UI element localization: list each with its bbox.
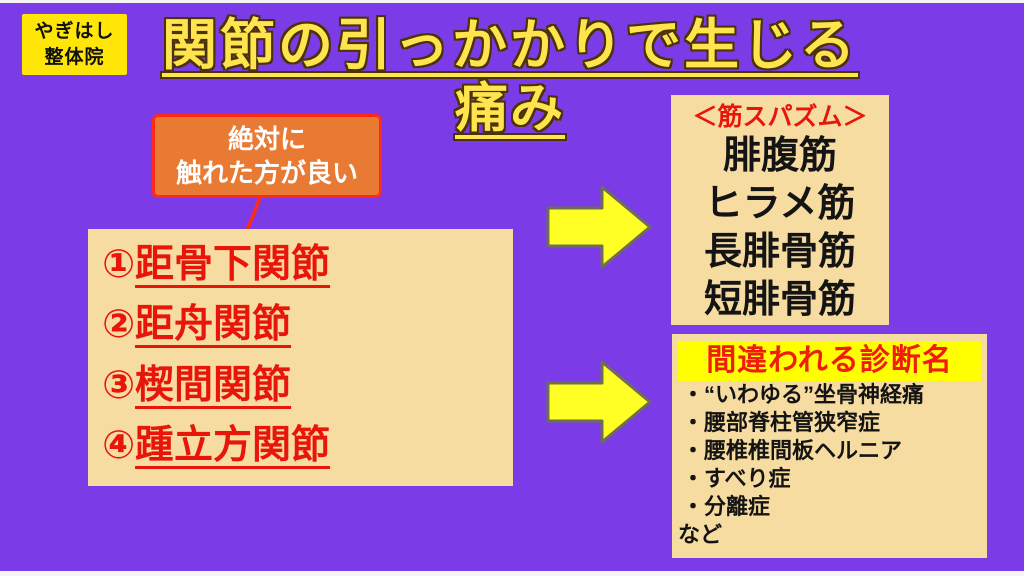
slide-title-line1: 関節の引っかかりで生じる: [161, 14, 858, 76]
bottom-letterbox-strip: [0, 571, 1024, 576]
muscle-spasm-panel: ＜筋スパズム＞ 腓腹筋 ヒラメ筋 長腓骨筋 短腓骨筋: [671, 95, 889, 325]
joint-number-4: ④: [102, 423, 136, 467]
joint-number-1: ①: [102, 243, 136, 287]
callout-line2: 触れた方が良い: [175, 158, 358, 188]
joint-item-2: ②距舟関節: [102, 303, 503, 347]
muscle-spasm-header: ＜筋スパズム＞: [692, 103, 868, 131]
misdiagnosis-header: 間違われる診断名: [678, 341, 981, 381]
muscle-item-1: 腓腹筋: [722, 135, 837, 177]
misdiagnosis-item-4: ・すべり症: [682, 466, 791, 491]
slide-title-line2: 痛み: [455, 79, 565, 138]
misdiagnosis-item-2: ・腰部脊柱管狭窄症: [682, 410, 881, 435]
clinic-badge-line1: やぎはし: [34, 20, 115, 42]
joint-item-1: ①距骨下関節: [102, 243, 503, 287]
clinic-badge-line2: 整体院: [44, 46, 105, 68]
muscle-item-3: 長腓骨筋: [703, 231, 856, 273]
joint-name-1: 距骨下関節: [135, 243, 331, 287]
joint-list-panel: ①距骨下関節 ②距舟関節 ③楔間関節 ④踵立方関節: [88, 229, 513, 486]
arrow-right-icon: [546, 360, 652, 444]
misdiagnosis-footer: など: [678, 522, 723, 547]
muscle-item-4: 短腓骨筋: [703, 279, 856, 321]
callout-box: 絶対に 触れた方が良い: [152, 114, 382, 198]
misdiagnosis-panel: 間違われる診断名 ・“いわゆる”坐骨神経痛 ・腰部脊柱管狭窄症 ・腰椎椎間板ヘル…: [672, 334, 987, 558]
misdiagnosis-item-5: ・分離症: [682, 494, 771, 519]
slide-title: 関節の引っかかりで生じる 痛み: [130, 12, 890, 140]
misdiagnosis-item-3: ・腰椎椎間板ヘルニア: [682, 438, 903, 463]
callout-line1: 絶対に: [227, 124, 306, 154]
joint-item-3: ③楔間関節: [102, 364, 503, 408]
joint-name-3: 楔間関節: [135, 363, 292, 407]
muscle-item-2: ヒラメ筋: [704, 183, 856, 225]
clinic-badge: やぎはし 整体院: [22, 14, 127, 75]
joint-number-3: ③: [102, 363, 136, 407]
arrow-right-icon: [546, 185, 652, 269]
misdiagnosis-item-1: ・“いわゆる”坐骨神経痛: [682, 382, 925, 407]
joint-name-2: 距舟関節: [135, 303, 292, 347]
joint-number-2: ②: [102, 303, 136, 347]
top-letterbox-strip: [0, 0, 1024, 3]
joint-name-4: 踵立方関節: [135, 423, 331, 467]
joint-item-4: ④踵立方関節: [102, 424, 503, 468]
